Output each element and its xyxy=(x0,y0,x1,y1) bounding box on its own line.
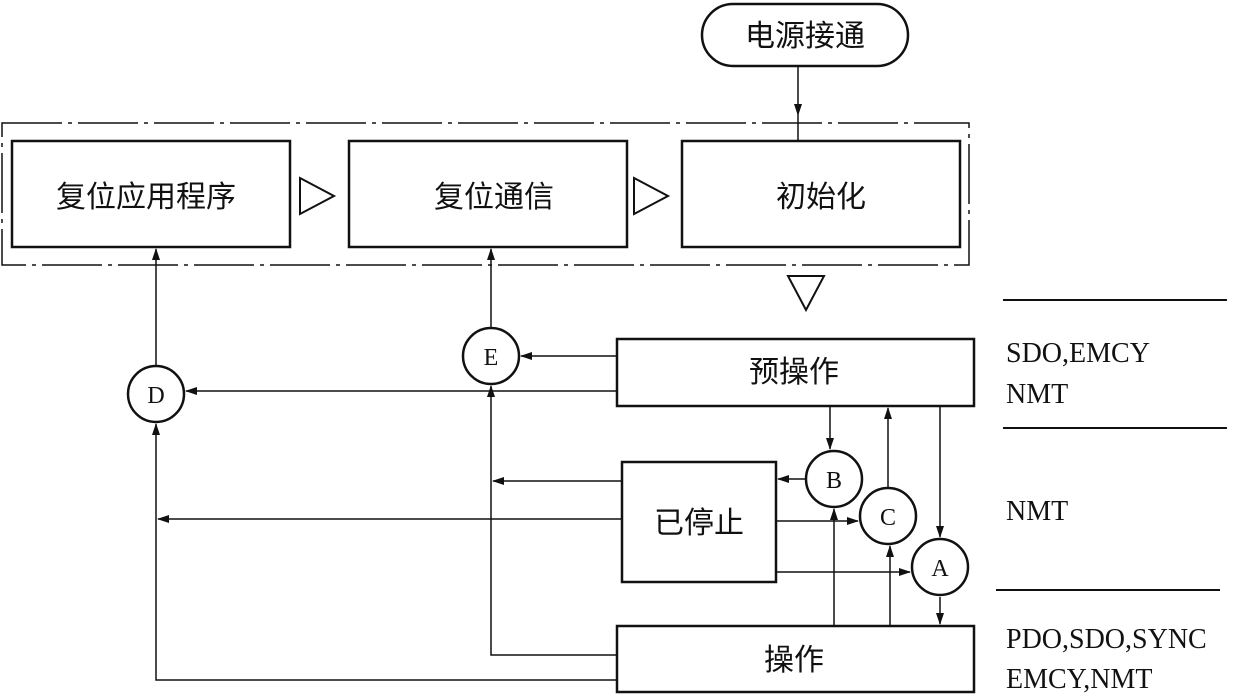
operational-box xyxy=(615,624,976,694)
transition-c-label: C xyxy=(880,505,896,531)
sequence-triangle-down-icon xyxy=(786,275,826,313)
reset-communication-label: 复位通信 xyxy=(434,180,554,215)
reset-group-frame xyxy=(1,122,970,266)
operational-to-d-arrow xyxy=(152,423,617,681)
operational-services-line-2: EMCY,NMT xyxy=(1006,664,1153,695)
reset-application-box xyxy=(10,139,292,249)
power-on-label: 电源接通 xyxy=(745,19,865,54)
stopped-services-line-1: NMT xyxy=(1006,496,1068,527)
reset-application-label: 复位应用程序 xyxy=(56,180,236,215)
transition-d-label: D xyxy=(147,383,164,409)
reset-communication-box xyxy=(347,139,629,249)
stopped-label: 已停止 xyxy=(654,506,744,541)
operational-to-e-arrow xyxy=(487,385,617,656)
transition-b-label: B xyxy=(826,468,842,494)
operational-label: 操作 xyxy=(764,643,824,678)
preop-services-line-1: SDO,EMCY xyxy=(1006,338,1150,369)
pre-operational-label: 预操作 xyxy=(749,355,839,390)
preop-services-line-2: NMT xyxy=(1006,379,1068,410)
transition-e-label: E xyxy=(484,345,499,371)
pre-operational-box xyxy=(615,337,976,408)
sequence-triangle-2-icon xyxy=(633,176,671,216)
power-on-box xyxy=(700,2,910,68)
initialization-box xyxy=(680,139,962,249)
stopped-box xyxy=(620,460,778,584)
operational-services-line-1: PDO,SDO,SYNC xyxy=(1006,624,1207,655)
transition-a-circle xyxy=(910,537,970,597)
sequence-triangle-1-icon xyxy=(299,176,337,216)
transition-a-label: A xyxy=(931,556,949,582)
initialization-label: 初始化 xyxy=(776,180,866,215)
